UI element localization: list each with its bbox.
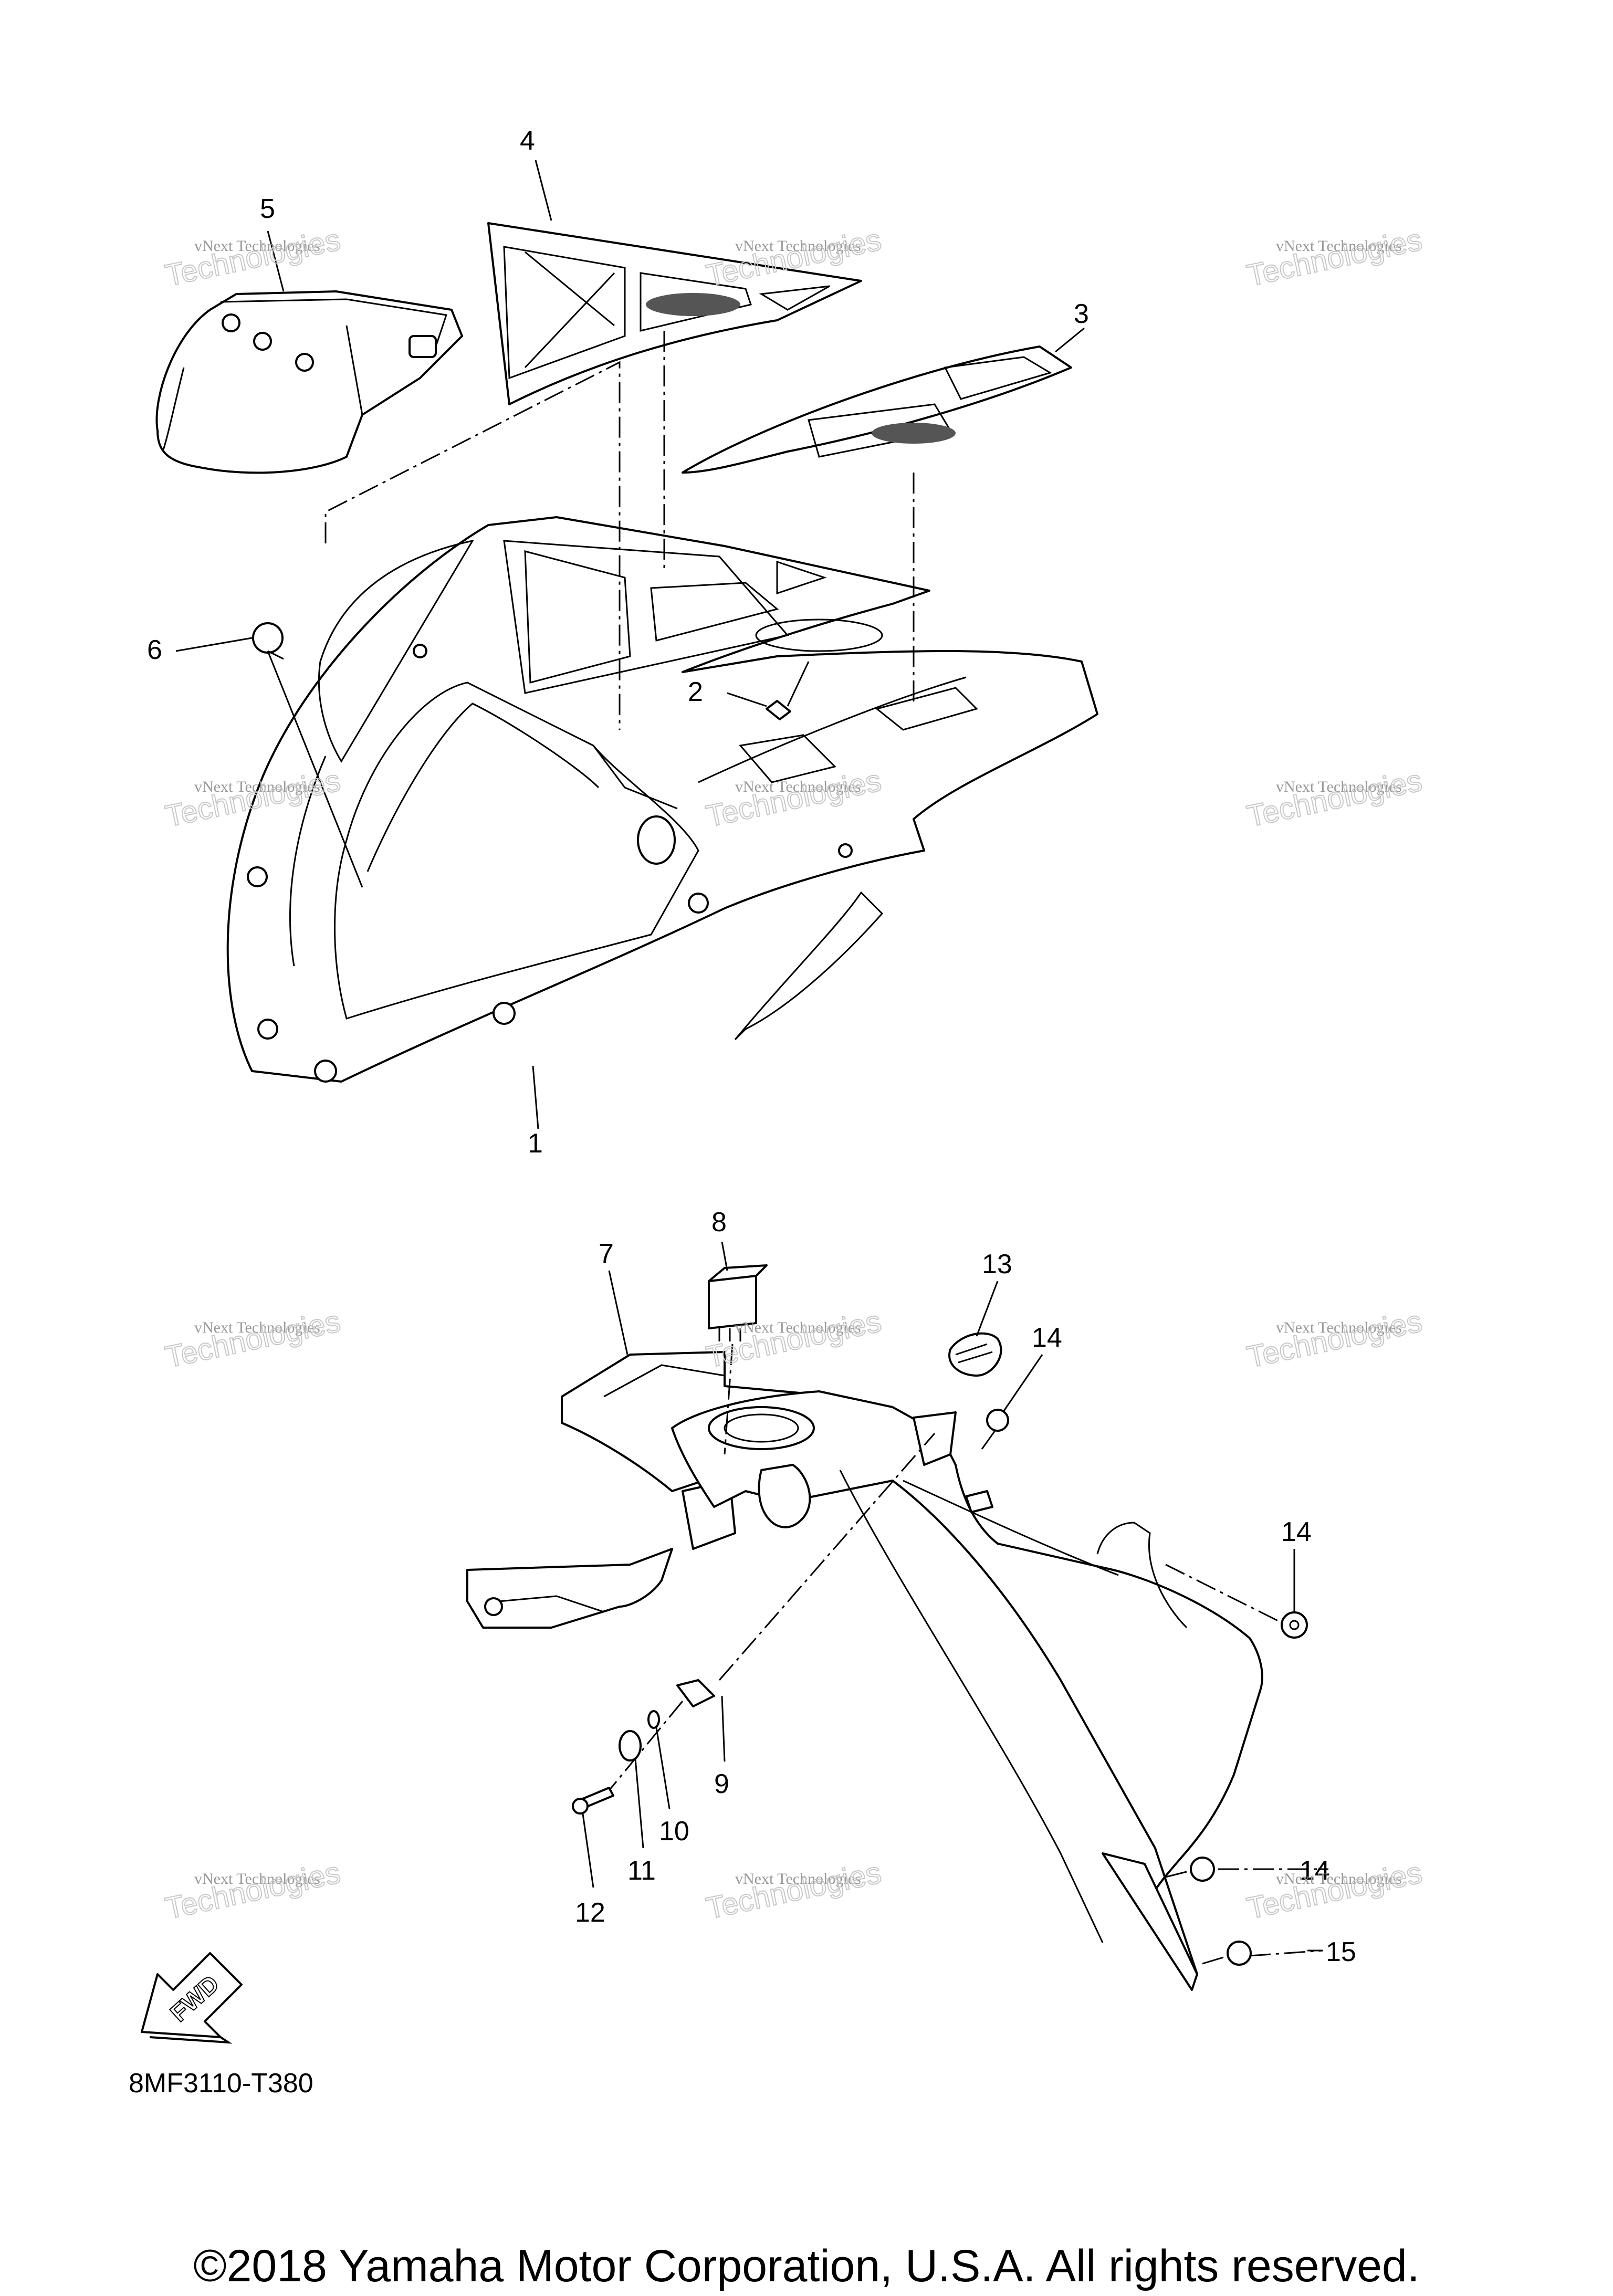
svg-text:Technologies: Technologies — [162, 1855, 343, 1926]
part-14-nut-right — [1281, 1611, 1308, 1639]
callout-14-right: 14 — [1281, 1517, 1312, 1547]
leader-line — [608, 1270, 629, 1355]
svg-text:Technologies: Technologies — [162, 223, 343, 293]
svg-text:vNext Technologies: vNext Technologies — [1276, 1319, 1402, 1336]
callout-15: 15 — [1326, 1937, 1356, 1967]
svg-text:Technologies: Technologies — [1244, 763, 1425, 834]
part-10-washer — [647, 1710, 660, 1729]
assembly-line — [718, 1433, 936, 1681]
leader-line — [535, 160, 552, 221]
leader-line — [655, 1727, 671, 1809]
callout-14-upper: 14 — [1032, 1323, 1062, 1353]
svg-text:vNext Technologies: vNext Technologies — [194, 237, 320, 255]
svg-text:Technologies: Technologies — [162, 1304, 343, 1375]
callout-4: 4 — [520, 125, 535, 156]
svg-text:vNext Technologies: vNext Technologies — [1276, 1870, 1402, 1888]
callout-5: 5 — [260, 194, 275, 224]
part-11-washer — [619, 1730, 642, 1762]
callout-1: 1 — [528, 1128, 543, 1159]
callout-8: 8 — [711, 1207, 727, 1238]
part-5-cover — [155, 290, 463, 474]
leader-line — [175, 637, 253, 652]
assembly-line — [608, 1701, 684, 1791]
part-13-grommet — [948, 1332, 1002, 1377]
callout-14-lower: 14 — [1300, 1855, 1330, 1886]
watermark: vNext Technologies Technologies — [1243, 1304, 1426, 1375]
leader-line — [1002, 1354, 1043, 1413]
part-3-grille — [682, 345, 1072, 474]
callout-7: 7 — [599, 1239, 614, 1269]
leader-line — [1055, 327, 1085, 353]
svg-text:vNext Technologies: vNext Technologies — [735, 778, 861, 795]
svg-text:vNext Technologies: vNext Technologies — [735, 1870, 861, 1888]
lower-panel-assembly — [671, 1390, 1263, 1991]
svg-text:vNext Technologies: vNext Technologies — [194, 1319, 320, 1336]
part-8-switch — [708, 1264, 768, 1341]
fwd-arrow-icon: FWD — [141, 1952, 243, 2044]
watermark: vNext Technologies Technologies — [162, 222, 344, 293]
part-14-screw-lower — [1165, 1857, 1215, 1882]
leader-line — [721, 1695, 726, 1762]
assembly-line — [724, 1344, 734, 1455]
leader-line — [976, 1281, 999, 1337]
svg-text:vNext Technologies: vNext Technologies — [1276, 237, 1402, 255]
assembly-line — [1249, 1949, 1324, 1957]
leader-line — [727, 692, 767, 707]
part-9-clip — [676, 1679, 715, 1707]
part-4-grille — [487, 222, 862, 405]
copyright-notice: ©2018 Yamaha Motor Corporation, U.S.A. A… — [193, 2241, 1420, 2291]
callout-6: 6 — [147, 635, 162, 665]
callout-13: 13 — [982, 1249, 1012, 1280]
watermark: vNext Technologies Technologies — [1243, 763, 1426, 834]
svg-text:Technologies: Technologies — [1244, 223, 1425, 293]
leader-line — [532, 1065, 539, 1129]
watermark: vNext Technologies Technologies — [162, 1855, 344, 1926]
assembly-line — [324, 361, 621, 730]
part-12-screw — [572, 1787, 614, 1815]
svg-text:vNext Technologies: vNext Technologies — [735, 1319, 861, 1336]
svg-text:vNext Technologies: vNext Technologies — [1276, 778, 1402, 795]
leader-line — [267, 651, 363, 888]
part-6-screw — [252, 622, 284, 660]
assembly-line — [1165, 1564, 1282, 1623]
svg-text:vNext Technologies: vNext Technologies — [735, 237, 861, 255]
part-14-screw-upper — [981, 1409, 1009, 1450]
leader-line — [634, 1758, 644, 1849]
leader-line — [582, 1813, 594, 1888]
part-15-screw — [1202, 1941, 1252, 1966]
svg-text:Technologies: Technologies — [703, 1855, 884, 1926]
svg-text:Technologies: Technologies — [1244, 1855, 1425, 1926]
part-1-front-cowl — [226, 516, 1098, 1083]
callout-11: 11 — [627, 1855, 656, 1886]
watermark: vNext Technologies Technologies — [162, 1304, 344, 1375]
watermark: vNext Technologies Technologies — [1243, 222, 1426, 293]
diagram-code: 8MF3110-T380 — [129, 2068, 313, 2099]
callout-2: 2 — [688, 677, 703, 707]
callout-12: 12 — [575, 1897, 605, 1928]
watermark: vNext Technologies Technologies — [703, 1855, 885, 1926]
svg-text:Technologies: Technologies — [1244, 1304, 1425, 1375]
part-2-screw — [766, 661, 810, 720]
callout-10: 10 — [659, 1816, 689, 1847]
svg-text:vNext Technologies: vNext Technologies — [194, 778, 320, 795]
svg-text:vNext Technologies: vNext Technologies — [194, 1870, 320, 1888]
callout-3: 3 — [1074, 299, 1089, 329]
callout-9: 9 — [714, 1769, 729, 1799]
leader-line — [721, 1241, 728, 1271]
leader-line — [267, 230, 285, 292]
watermark: vNext Technologies Technologies — [1243, 1855, 1426, 1926]
